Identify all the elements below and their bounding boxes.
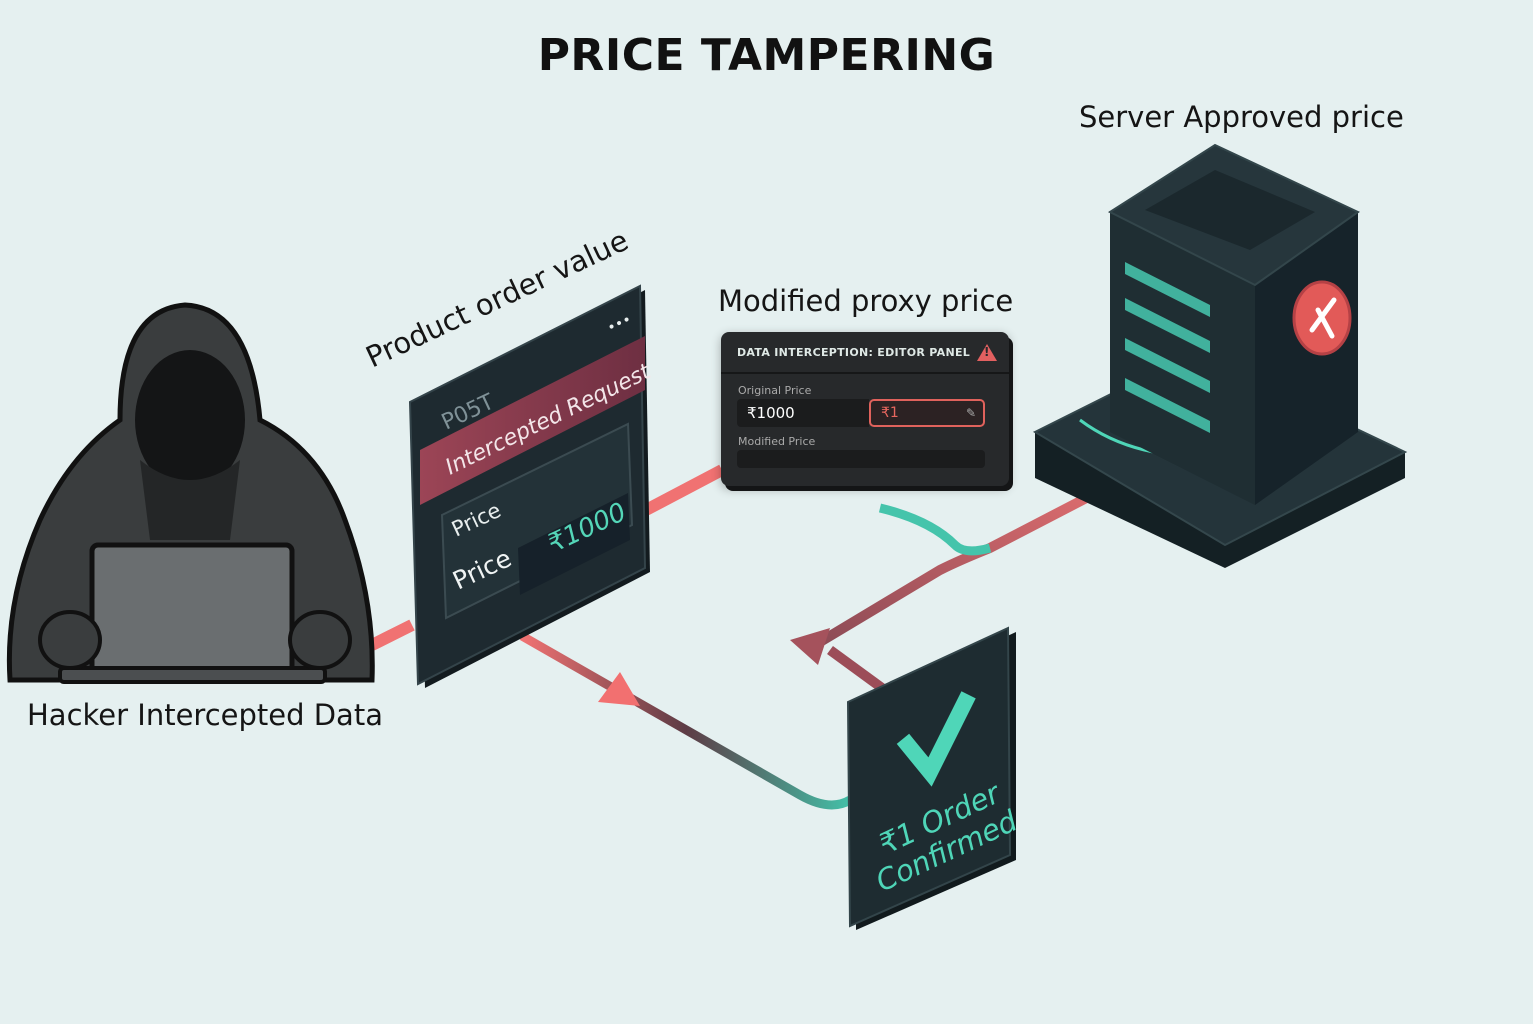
branch-to-confirm-line — [827, 645, 885, 693]
editor-panel: DATA INTERCEPTION: EDITOR PANEL ! Origin… — [721, 332, 1009, 486]
flow-arrows — [369, 445, 1182, 810]
modified-price-field[interactable] — [737, 450, 985, 468]
page-title: PRICE TAMPERING — [537, 30, 996, 81]
request-to-panel-line — [643, 464, 725, 516]
teal-branch-line — [878, 503, 992, 556]
price-box — [440, 422, 634, 620]
label-modified-proxy: Modified proxy price — [718, 284, 1014, 318]
original-price-field[interactable]: ₹1000 — [737, 399, 869, 427]
arrow-head-left — [790, 628, 830, 665]
server-led — [1125, 378, 1210, 433]
order-confirmed-card: ₹1 Order Confirmed — [846, 626, 1023, 930]
laptop-icon — [89, 542, 295, 676]
intercepted-request-card: P05T Intercepted Request Price Price ₹10… — [408, 284, 656, 688]
warning-icon: ! — [977, 343, 997, 361]
hacker-to-request-line — [369, 619, 415, 651]
edited-price-input[interactable]: ₹1 ✎ — [869, 399, 985, 427]
hood-face-shadow — [135, 350, 245, 490]
checkmark-icon — [896, 691, 976, 787]
price-value-box — [518, 493, 630, 595]
edited-price-value: ₹1 — [881, 405, 899, 421]
modified-price-label: Modified Price — [738, 435, 816, 448]
hacker-illustration — [6, 302, 375, 684]
server-left-face — [1110, 212, 1255, 505]
label-hacker: Hacker Intercepted Data — [27, 698, 383, 732]
editor-panel-title: DATA INTERCEPTION: EDITOR PANEL — [737, 345, 971, 359]
server-led — [1125, 338, 1210, 393]
original-price-label: Original Price — [738, 384, 812, 397]
server-led — [1125, 262, 1210, 317]
label-server-approved: Server Approved price — [1079, 100, 1404, 134]
server-illustration — [1032, 143, 1408, 568]
request-to-confirm-line — [519, 632, 853, 810]
server-led — [1125, 298, 1210, 353]
request-banner — [420, 336, 645, 505]
arrow-head-down — [598, 672, 640, 706]
pencil-icon[interactable]: ✎ — [965, 406, 976, 420]
